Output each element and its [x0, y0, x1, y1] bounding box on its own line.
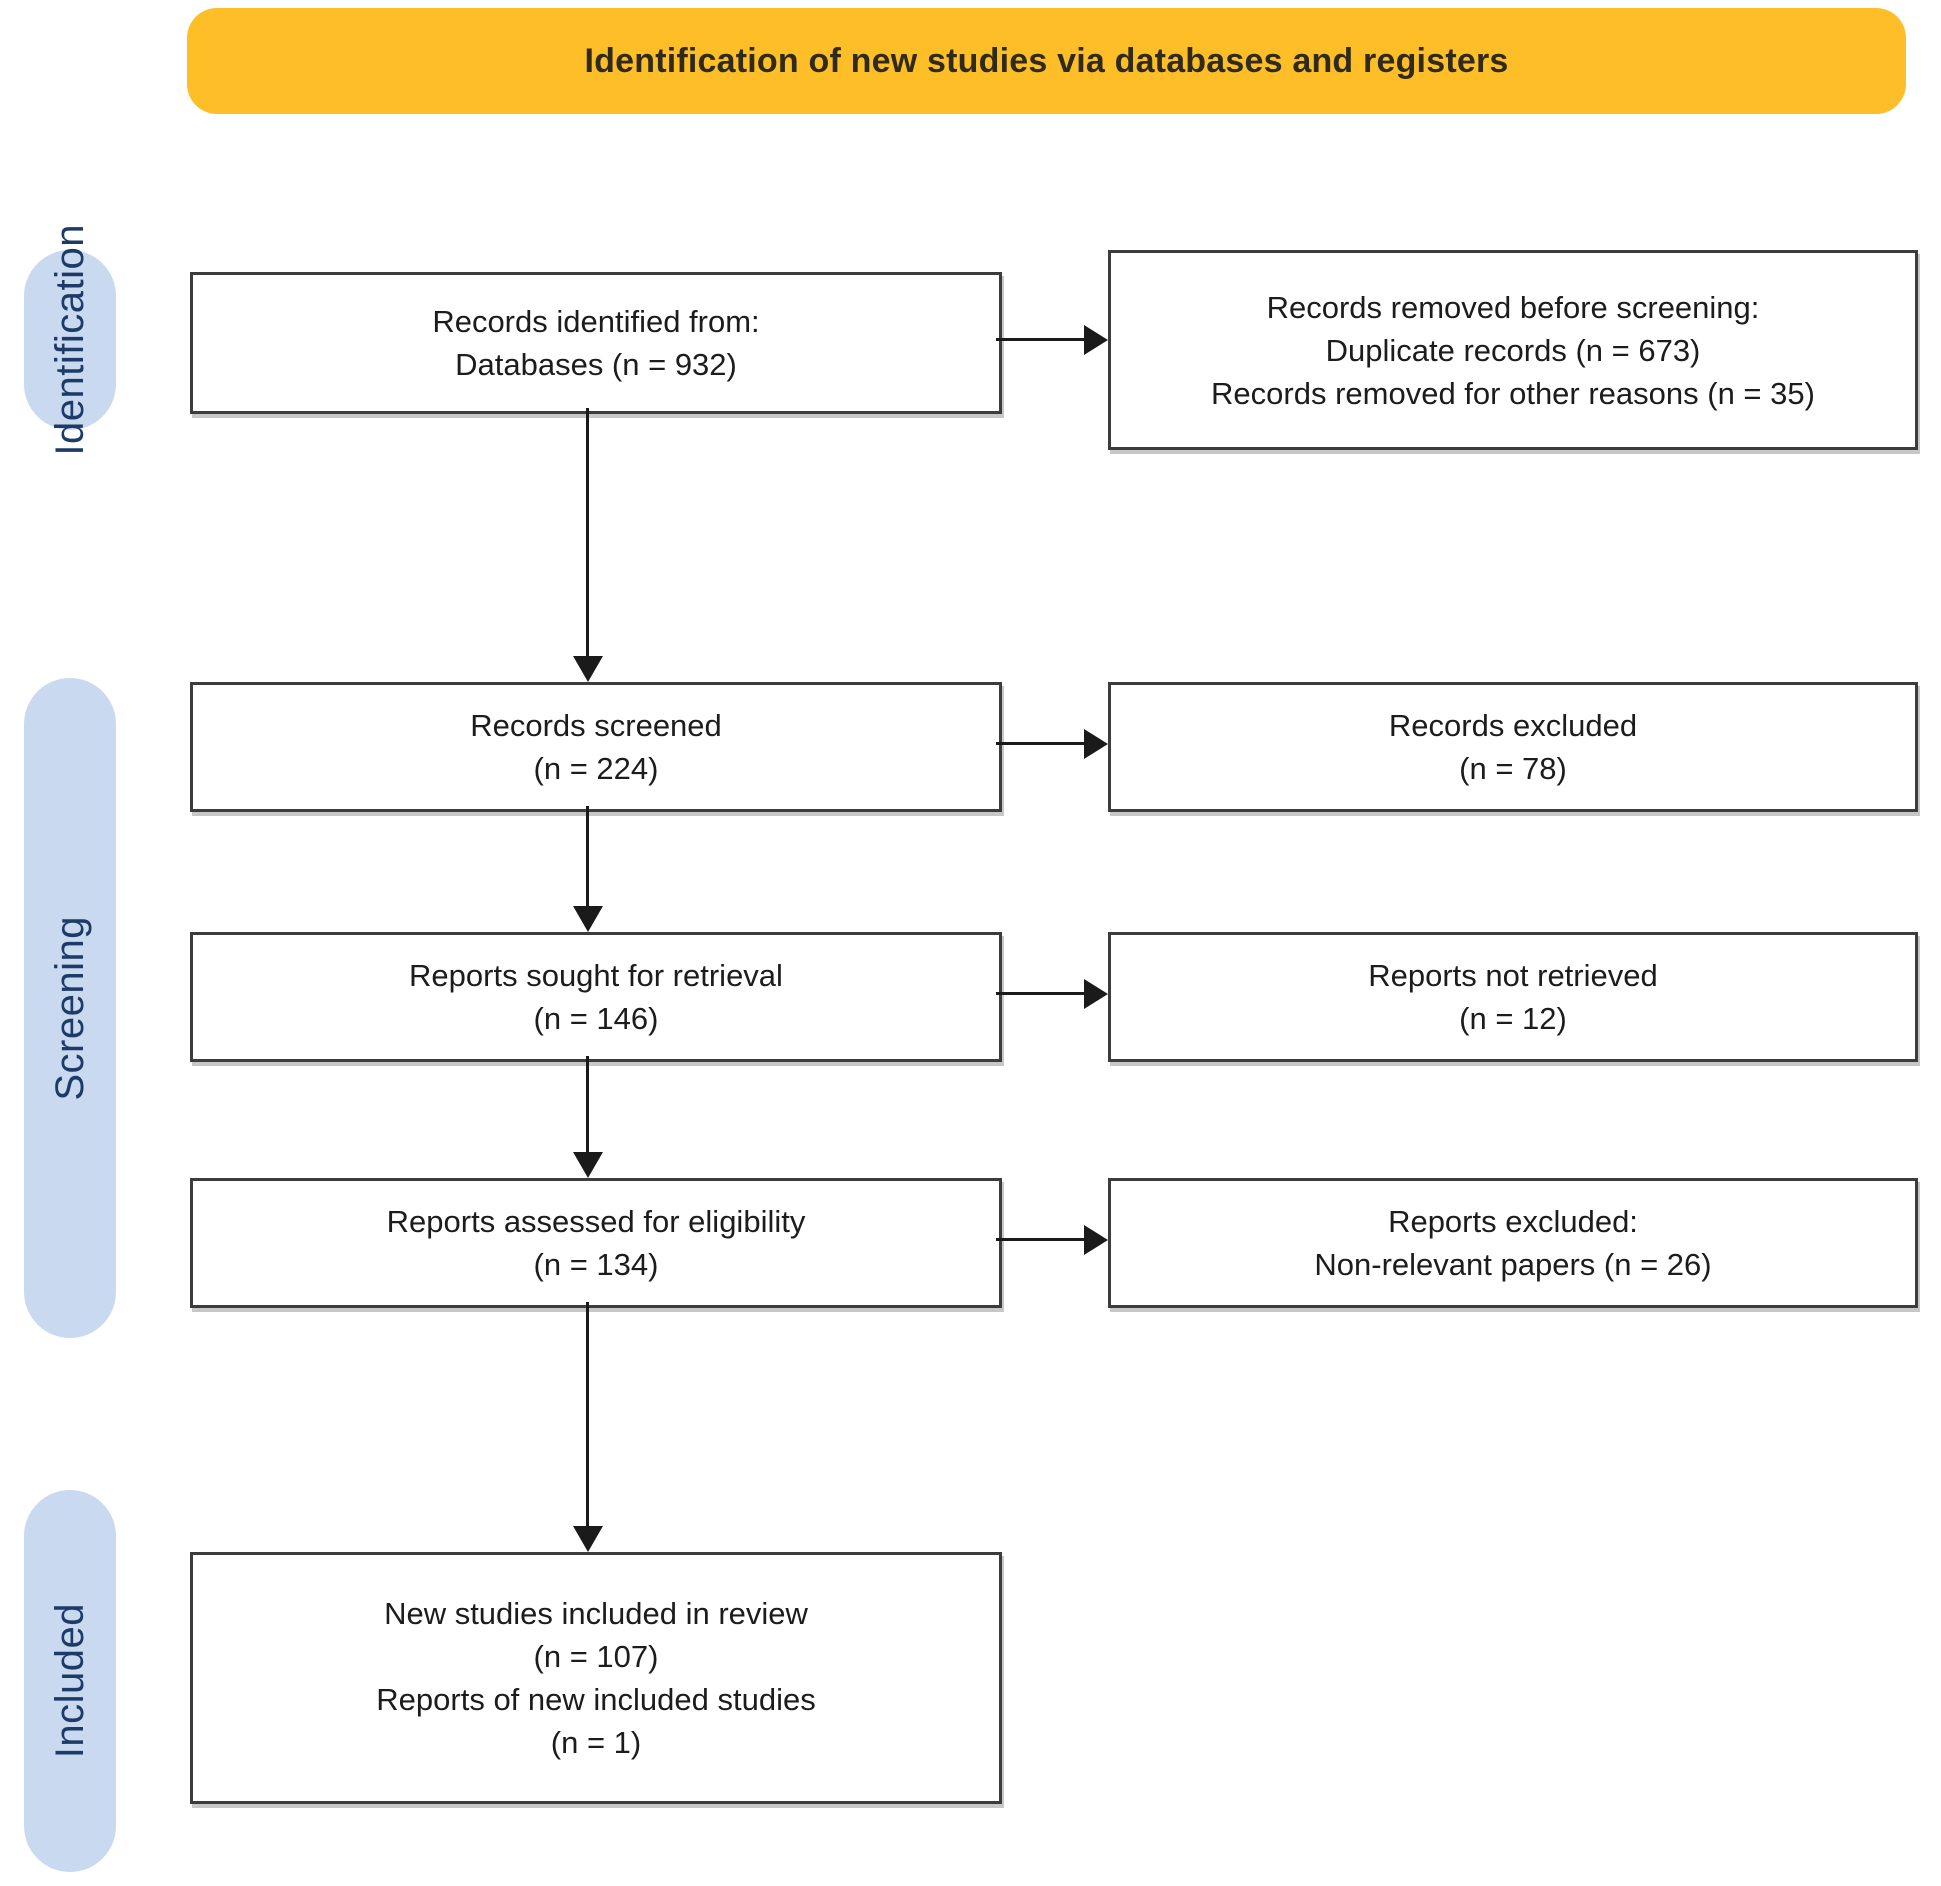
- header-title: Identification of new studies via databa…: [584, 41, 1509, 80]
- stage-label-included: Included: [47, 1603, 92, 1759]
- box-text-line: Databases (n = 932): [455, 347, 737, 382]
- box-text-line: Records identified from:: [432, 304, 760, 339]
- box-text-line: (n = 78): [1459, 751, 1567, 786]
- box-records-identified: Records identified from: Databases (n = …: [190, 272, 1002, 414]
- box-records-removed-before-screening: Records removed before screening: Duplic…: [1108, 250, 1918, 450]
- box-text-line: Records excluded: [1388, 708, 1638, 743]
- box-reports-sought-for-retrieval: Reports sought for retrieval (n = 146): [190, 932, 1002, 1062]
- box-text-line: New studies included in review: [384, 1596, 808, 1631]
- stage-pill-identification: Identification: [24, 224, 116, 456]
- box-text-line: Reports of new included studies: [376, 1682, 816, 1717]
- stage-label-identification: Identification: [47, 224, 92, 456]
- box-text-line: Non-relevant papers (n = 26): [1314, 1247, 1712, 1282]
- header-banner: Identification of new studies via databa…: [187, 8, 1906, 114]
- box-text-line: (n = 107): [533, 1639, 659, 1674]
- box-text-line: (n = 224): [533, 751, 659, 786]
- stage-pill-screening: Screening: [24, 678, 116, 1338]
- box-records-excluded: Records excluded (n = 78): [1108, 682, 1918, 812]
- box-text-line: (n = 146): [533, 1001, 659, 1036]
- box-text-line: Reports assessed for eligibility: [386, 1204, 806, 1239]
- arrow-assessed-to-reports-excluded: [996, 1238, 1084, 1241]
- arrow-identified-to-removed: [996, 338, 1084, 341]
- box-reports-excluded: Reports excluded: Non-relevant papers (n…: [1108, 1178, 1918, 1308]
- arrow-sought-to-not-retrieved: [996, 992, 1084, 995]
- box-text-line: (n = 134): [533, 1247, 659, 1282]
- box-text-line: Records screened: [470, 708, 722, 743]
- arrow-screened-to-excluded: [996, 742, 1084, 745]
- box-text-line: Duplicate records (n = 673): [1325, 332, 1701, 368]
- stage-label-screening: Screening: [47, 915, 92, 1101]
- box-text-line: Reports sought for retrieval: [409, 958, 783, 993]
- arrow-sought-to-assessed: [586, 1056, 589, 1152]
- arrow-assessed-to-included: [586, 1302, 589, 1526]
- arrow-identified-to-screened: [586, 408, 589, 656]
- box-text-line: Records removed before screening:: [1266, 289, 1760, 325]
- box-text-line: (n = 1): [550, 1725, 642, 1760]
- box-text-line: Reports excluded:: [1388, 1204, 1638, 1239]
- box-new-studies-included: New studies included in review (n = 107)…: [190, 1552, 1002, 1804]
- box-text-line: (n = 12): [1459, 1001, 1567, 1036]
- box-text-line: Reports not retrieved: [1368, 958, 1658, 993]
- box-reports-not-retrieved: Reports not retrieved (n = 12): [1108, 932, 1918, 1062]
- box-reports-assessed-for-eligibility: Reports assessed for eligibility (n = 13…: [190, 1178, 1002, 1308]
- box-records-screened: Records screened (n = 224): [190, 682, 1002, 812]
- arrow-screened-to-sought: [586, 806, 589, 906]
- stage-pill-included: Included: [24, 1490, 116, 1872]
- box-text-line: Records removed for other reasons (n = 3…: [1211, 375, 1815, 411]
